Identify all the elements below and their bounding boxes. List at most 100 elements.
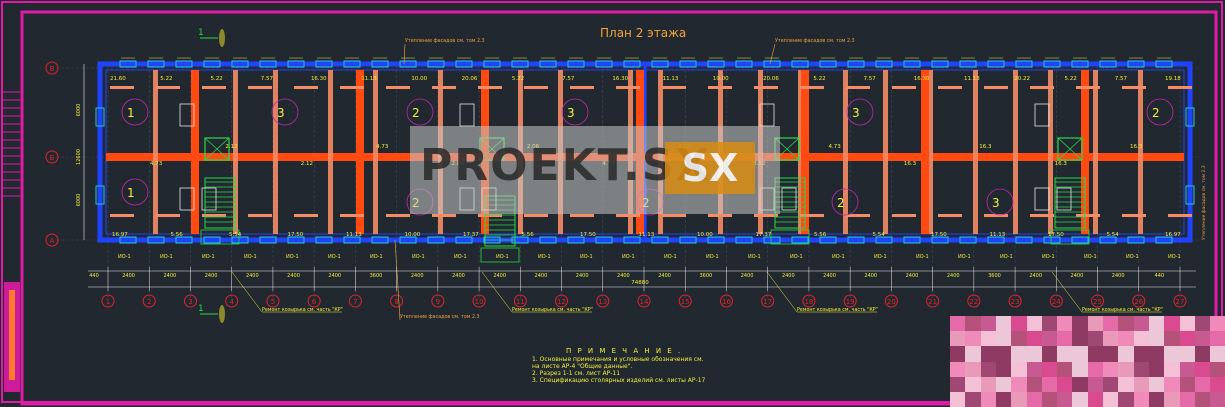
- window-tag-label: ИО-1: [286, 254, 299, 260]
- wall-stub: [156, 86, 180, 89]
- pixel-block: [1133, 376, 1149, 393]
- interior-wall: [883, 70, 888, 234]
- wall-stub: [294, 86, 318, 89]
- wall-stub: [892, 214, 916, 217]
- pixel-block: [1148, 392, 1165, 407]
- callout-leader: [481, 271, 513, 313]
- callout-text: Ремонт козырька см. часть "КР": [512, 307, 593, 313]
- axis-bubble: [761, 294, 775, 308]
- pixel-block: [1057, 316, 1073, 332]
- axis-bubble: [348, 294, 362, 308]
- pixel-block: [1041, 316, 1058, 332]
- area-label: 7.57: [562, 76, 575, 82]
- structural-beam: [356, 70, 364, 234]
- bath: [459, 103, 475, 127]
- wall-stub: [156, 214, 180, 217]
- wall-stub: [1168, 214, 1192, 217]
- pixel-block: [995, 376, 1012, 393]
- wall-stub: [1122, 86, 1146, 89]
- area-label: 5.54: [1107, 232, 1120, 238]
- span-label: 2400: [1071, 273, 1084, 279]
- canopy: [1050, 229, 1090, 245]
- window-tag-label: ИО-1: [1168, 254, 1181, 260]
- span-label: 2400: [741, 273, 754, 279]
- area-label: 16.3: [1055, 161, 1068, 167]
- window: [315, 60, 333, 68]
- overall-dim: 74880: [631, 280, 649, 286]
- interior-wall: [843, 70, 848, 234]
- note-line: 1. Основные примечания и условные обозна…: [532, 356, 704, 363]
- wall-stub: [616, 214, 640, 217]
- axis-bubble-label: 1: [106, 298, 110, 306]
- pixel-block: [995, 346, 1012, 362]
- axis-bubble-label: А: [50, 237, 55, 245]
- pixel-block: [995, 361, 1012, 377]
- pixel-block: [1148, 361, 1165, 377]
- pixel-block: [1164, 392, 1180, 407]
- axis-bubble: [45, 233, 59, 247]
- area-label: 20.06: [763, 76, 779, 82]
- note-line: на листе АР-4 "Общие данные".: [532, 363, 633, 370]
- axis-bubble-label: 17: [763, 298, 772, 306]
- area-label: 2.12: [225, 144, 237, 150]
- window: [707, 60, 725, 68]
- pixel-block: [1133, 392, 1149, 407]
- shaft-cross: [204, 137, 230, 161]
- interior-wall: [928, 70, 933, 234]
- stair: [204, 177, 236, 229]
- pixel-block: [950, 346, 966, 362]
- pixel-block: [1026, 376, 1042, 393]
- interior-wall: [1013, 70, 1018, 234]
- area-label: 11.13: [990, 232, 1006, 238]
- pixel-block: [1011, 316, 1027, 332]
- pixel-block: [965, 346, 981, 362]
- window: [819, 60, 837, 68]
- axis-bubble: [1049, 294, 1063, 308]
- window: [1099, 60, 1117, 68]
- axis-bubble-label: 2: [147, 298, 151, 306]
- area-label: 5.56: [171, 232, 184, 238]
- wall-stub: [478, 86, 502, 89]
- window-tag-label: ИО-1: [538, 254, 551, 260]
- span-label: 440: [89, 273, 99, 279]
- window: [707, 236, 725, 244]
- wall-stub: [892, 86, 916, 89]
- axis-bubble: [266, 294, 280, 308]
- window-tag-label: ИО-1: [160, 254, 173, 260]
- canopy: [480, 247, 520, 263]
- pixel-block: [1148, 346, 1165, 362]
- window-tag-label: ИО-1: [1084, 254, 1097, 260]
- pixel-block: [1179, 331, 1195, 347]
- interior-wall: [1048, 70, 1053, 234]
- axis-bubble: [142, 294, 156, 308]
- axis-bubble-label: 15: [681, 298, 690, 306]
- axis-bubble: [843, 294, 857, 308]
- span-label: 2400: [452, 273, 465, 279]
- area-label: 20.06: [462, 76, 478, 82]
- axis-bubble: [183, 294, 197, 308]
- pixel-block: [1148, 316, 1165, 332]
- window: [539, 236, 557, 244]
- pixel-block: [1103, 346, 1119, 362]
- span-label: 2400: [906, 273, 919, 279]
- callout-text: Ремонт козырька см. часть "КР": [262, 307, 343, 313]
- callout-leader: [769, 43, 776, 65]
- wall-stub: [616, 86, 640, 89]
- bath: [1034, 187, 1050, 211]
- bath: [201, 187, 217, 211]
- window-tag-label: ИО-1: [832, 254, 845, 260]
- window: [763, 236, 781, 244]
- area-label: 7.57: [261, 76, 274, 82]
- pixel-block: [950, 361, 966, 377]
- notes-block: 1. Основные примечания и условные обозна…: [532, 356, 705, 384]
- pixel-block: [950, 316, 966, 332]
- callout-text: Утепление фасадов см. том 2.3: [1201, 165, 1207, 240]
- pixel-block: [1057, 346, 1073, 362]
- pixel-block: [1164, 331, 1180, 347]
- window: [651, 236, 669, 244]
- span-label: 2400: [617, 273, 630, 279]
- room-number: 2: [837, 196, 845, 210]
- interior-wall: [973, 70, 978, 234]
